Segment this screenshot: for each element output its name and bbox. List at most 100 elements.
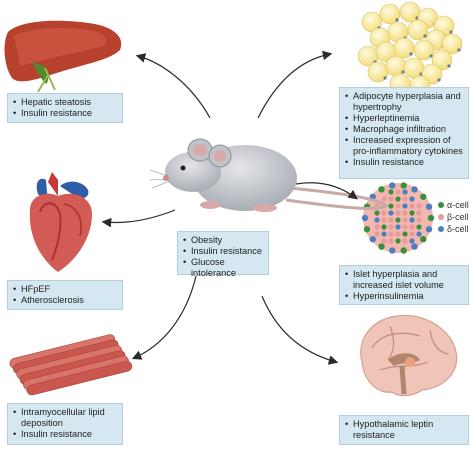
islet-cell bbox=[400, 182, 407, 189]
muscle-item: Insulin resistance bbox=[13, 429, 117, 440]
arrow-to-brain bbox=[261, 295, 339, 365]
islet-illustration bbox=[361, 182, 435, 254]
legend-alpha: α-cell bbox=[438, 199, 469, 211]
arrow-to-islet bbox=[295, 182, 358, 200]
islet-cell bbox=[409, 217, 415, 223]
adipose-item: Macrophage infiltration bbox=[345, 124, 463, 135]
islet-cell bbox=[400, 247, 407, 254]
adipose-box: Adipocyte hyperplasia and hypertrophyHyp… bbox=[339, 87, 469, 179]
center-item: Glucose intolerance bbox=[183, 257, 263, 279]
islet-cell bbox=[374, 224, 380, 230]
islet-cell bbox=[425, 203, 433, 210]
islet-cell bbox=[416, 203, 422, 209]
islet-cell bbox=[381, 210, 387, 216]
islet-cell bbox=[416, 224, 422, 230]
adipose-item: Insulin resistance bbox=[345, 157, 463, 168]
macrophage-dot bbox=[409, 52, 413, 56]
macrophage-dot bbox=[457, 48, 461, 52]
heart-illustration bbox=[29, 172, 92, 272]
islet-cell bbox=[416, 217, 422, 223]
islet-cell bbox=[378, 186, 385, 193]
adipocyte-cell bbox=[413, 39, 435, 61]
muscle-illustration bbox=[9, 334, 133, 396]
liver-item: Insulin resistance bbox=[13, 108, 117, 119]
islet-cell bbox=[402, 203, 408, 209]
heart-item: Atherosclerosis bbox=[13, 295, 117, 306]
islet-cell bbox=[381, 224, 387, 230]
macrophage-dot bbox=[401, 70, 405, 74]
islet-cell bbox=[381, 231, 387, 237]
liver-item: Hepatic steatosis bbox=[13, 97, 117, 108]
legend-beta: β-cell bbox=[438, 211, 469, 223]
islet-cell bbox=[395, 217, 401, 223]
islet-cell bbox=[402, 238, 408, 244]
muscle-item: Intramyocellular lipid deposition bbox=[13, 407, 117, 429]
legend-delta-label: δ-cell bbox=[447, 224, 469, 234]
islet-cell bbox=[425, 226, 433, 233]
macrophage-dot bbox=[383, 76, 387, 80]
liver-box: Hepatic steatosisInsulin resistance bbox=[7, 93, 123, 123]
muscle-fiber bbox=[26, 360, 133, 396]
islet-cell bbox=[416, 231, 422, 237]
islet-cell bbox=[395, 210, 401, 216]
islet-cell bbox=[420, 193, 427, 200]
islet-cell bbox=[395, 203, 401, 209]
adipose-item: Adipocyte hyperplasia and hypertrophy bbox=[345, 91, 463, 113]
heart-box: HFpEFAtherosclerosis bbox=[7, 280, 123, 310]
islet-cell bbox=[395, 196, 401, 202]
arrow-to-liver bbox=[135, 53, 211, 119]
macrophage-dot bbox=[429, 54, 433, 58]
islet-item: Islet hyperplasia and increased islet vo… bbox=[345, 269, 463, 291]
islet-cell bbox=[388, 203, 394, 209]
islet-cell bbox=[395, 224, 401, 230]
islet-cell bbox=[361, 214, 369, 222]
macrophage-dot bbox=[437, 78, 441, 82]
macrophage-dot bbox=[423, 34, 427, 38]
brain-box: Hypothalamic leptin resistance bbox=[339, 415, 469, 445]
islet-cell bbox=[409, 196, 415, 202]
alpha-dot-icon bbox=[438, 202, 444, 208]
islet-cell bbox=[388, 196, 394, 202]
islet-box: Islet hyperplasia and increased islet vo… bbox=[339, 265, 469, 305]
islet-legend: α-cell β-cell δ-cell bbox=[438, 199, 469, 235]
islet-cell bbox=[416, 210, 422, 216]
islet-cell bbox=[427, 214, 435, 222]
islet-item: Hyperinsulinemia bbox=[345, 291, 463, 302]
arrows bbox=[101, 50, 358, 365]
center-item: Obesity bbox=[183, 235, 263, 246]
adipocyte-cell bbox=[407, 19, 429, 41]
center-box: ObesityInsulin resistanceGlucose intoler… bbox=[177, 231, 269, 278]
islet-cell bbox=[381, 217, 387, 223]
islet-cell bbox=[388, 238, 394, 244]
islet-cell bbox=[402, 217, 408, 223]
islet-cell bbox=[409, 203, 415, 209]
islet-cell bbox=[402, 189, 408, 195]
islet-cell bbox=[420, 236, 427, 243]
legend-beta-label: β-cell bbox=[447, 212, 469, 222]
islet-cell bbox=[389, 182, 396, 189]
islet-cell bbox=[388, 189, 394, 195]
islet-cell bbox=[402, 210, 408, 216]
islet-cell bbox=[381, 196, 387, 202]
muscle-box: Intramyocellular lipid depositionInsulin… bbox=[7, 403, 123, 445]
adipocyte-cell bbox=[441, 33, 463, 55]
macrophage-dot bbox=[449, 30, 453, 34]
islet-cell bbox=[409, 238, 415, 244]
adipocytes-illustration bbox=[357, 1, 463, 97]
islet-cell bbox=[395, 231, 401, 237]
islet-cell bbox=[369, 236, 376, 243]
mouse-illustration bbox=[149, 138, 389, 212]
heart-item: HFpEF bbox=[13, 284, 117, 295]
islet-cell bbox=[374, 231, 380, 237]
islet-cell bbox=[395, 189, 401, 195]
islet-cell bbox=[409, 224, 415, 230]
legend-delta: δ-cell bbox=[438, 223, 469, 235]
macrophage-dot bbox=[447, 64, 451, 68]
islet-cell bbox=[402, 196, 408, 202]
arrow-to-muscle bbox=[131, 275, 197, 360]
arrow-to-heart bbox=[101, 209, 176, 228]
islet-cell bbox=[411, 243, 418, 250]
brain-item: Hypothalamic leptin resistance bbox=[345, 419, 463, 441]
islet-cell bbox=[411, 186, 418, 193]
beta-dot-icon bbox=[438, 214, 444, 220]
